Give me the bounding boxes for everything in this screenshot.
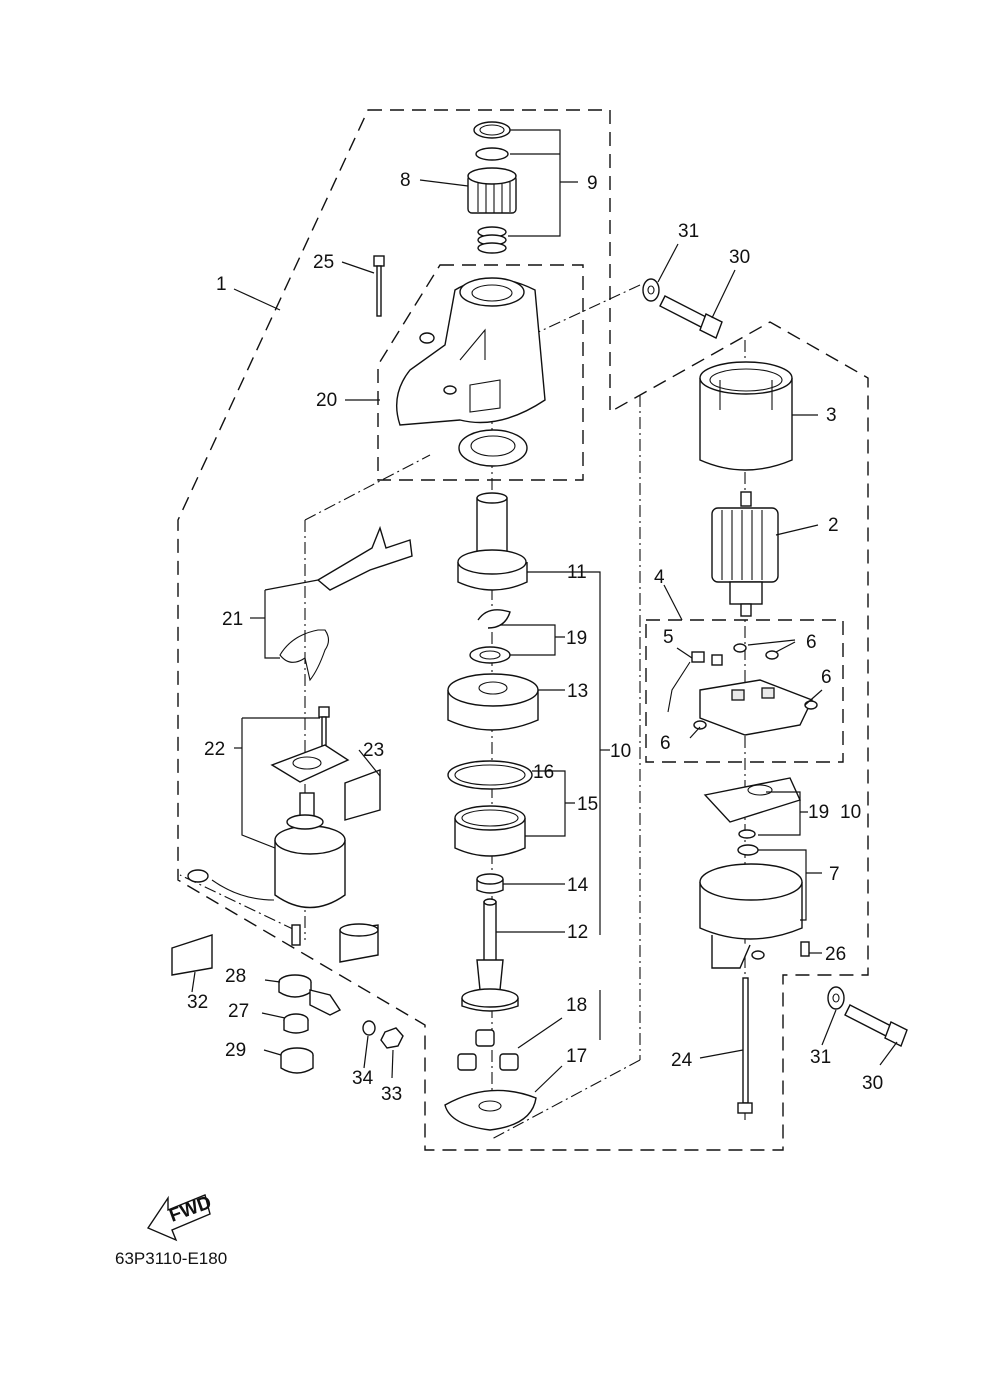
bearing-20: [458, 429, 528, 467]
bolt-30-bottom: [844, 1004, 908, 1047]
fwd-arrow-icon: FWD: [146, 1192, 214, 1242]
callout-7: 7: [829, 864, 840, 885]
callout-18: 18: [566, 995, 587, 1016]
through-bolt-24: [737, 977, 753, 1114]
circlip-19: [477, 609, 511, 629]
callout-1: 1: [216, 274, 227, 295]
cap-29: [280, 1047, 314, 1074]
yoke-3: [699, 361, 793, 471]
armature-2: [711, 491, 779, 617]
leader-lines: [191, 129, 898, 1093]
nut-27: [283, 1013, 309, 1034]
shift-lever-21: [316, 525, 413, 591]
callout-28: 28: [225, 966, 246, 987]
callout-19a: 19: [566, 628, 587, 649]
callout-30a: 30: [729, 247, 750, 268]
screw-22: [318, 706, 330, 748]
bolt-25: [373, 255, 385, 317]
callout-29: 29: [225, 1040, 246, 1061]
washer-31-bottom: [827, 986, 845, 1010]
callout-12: 12: [567, 922, 588, 943]
callout-24: 24: [671, 1050, 693, 1071]
pinion-spring: [477, 226, 507, 254]
housing-13: [447, 673, 539, 731]
bolt-30-top: [659, 295, 723, 339]
gasket-16: [447, 760, 533, 790]
brush-holder-4: [667, 643, 818, 736]
rubber-cap-23: [344, 768, 381, 821]
callout-10b: 10: [840, 802, 861, 823]
gasket-plate-22: [270, 744, 350, 783]
callout-33: 33: [381, 1084, 402, 1105]
shaft-12: [461, 898, 519, 1012]
planet-gears-18: [457, 1029, 519, 1071]
bushing-14: [476, 873, 504, 894]
pinion-stop-ring: [473, 121, 511, 139]
front-bracket-20: [396, 277, 546, 426]
internal-gear-15: [454, 805, 526, 857]
spring-wire-21: [279, 629, 330, 682]
callout-22: 22: [204, 739, 225, 760]
callout-23: 23: [363, 740, 384, 761]
callout-2: 2: [828, 515, 839, 536]
callout-20: 20: [316, 390, 337, 411]
callout-34: 34: [352, 1068, 374, 1089]
callout-10: 10: [610, 741, 631, 762]
callout-26: 26: [825, 944, 846, 965]
screw-26: [800, 941, 810, 957]
callout-labels: 1 2 3 4 5 6 6 6 7 8 9 10 11 12 13 14 15 …: [187, 170, 883, 1105]
callout-31a: 31: [678, 221, 699, 242]
callout-4: 4: [654, 567, 665, 588]
callout-25: 25: [313, 252, 334, 273]
callout-17: 17: [566, 1046, 587, 1067]
assembly-boundary-4: [645, 619, 844, 763]
assembly-boundary-20: [377, 264, 584, 481]
washer-plate-17: [444, 1089, 537, 1131]
brush-plate-19: [703, 777, 801, 839]
washer-31-top: [642, 278, 660, 302]
callout-11: 11: [567, 562, 587, 583]
callout-5: 5: [663, 627, 674, 648]
callout-15: 15: [577, 794, 598, 815]
assembly-boundary-1: [177, 109, 869, 1151]
solenoid-22: [274, 792, 346, 909]
callout-30b: 30: [862, 1073, 883, 1094]
callout-21: 21: [222, 609, 243, 630]
callout-14: 14: [567, 875, 589, 896]
callout-8: 8: [400, 170, 411, 191]
snap-ring-top: [475, 147, 509, 161]
callout-9: 9: [587, 173, 598, 194]
callout-31b: 31: [810, 1047, 831, 1068]
callout-19b: 19: [808, 802, 829, 823]
callout-3: 3: [826, 405, 837, 426]
plunger-spring: [291, 924, 301, 946]
callout-13: 13: [567, 681, 588, 702]
washer-34: [362, 1020, 376, 1036]
callout-6c: 6: [660, 733, 671, 754]
callout-27: 27: [228, 1001, 249, 1022]
washer-19: [469, 646, 511, 664]
nut-33: [380, 1027, 404, 1049]
callout-32: 32: [187, 992, 208, 1013]
callout-6a: 6: [806, 632, 817, 653]
diagram-code: 63P3110-E180: [115, 1249, 227, 1268]
rear-cover-7: [699, 844, 803, 969]
pinion-gear-8: [467, 167, 517, 214]
callout-6b: 6: [821, 667, 832, 688]
seal-28: [278, 974, 312, 998]
terminal-bolt: [309, 989, 342, 1016]
boot-cap: [339, 923, 379, 963]
pinion-shaft-11: [457, 492, 528, 591]
lead-wire: [187, 869, 275, 901]
label-32: [171, 934, 213, 976]
callout-16: 16: [533, 762, 554, 783]
